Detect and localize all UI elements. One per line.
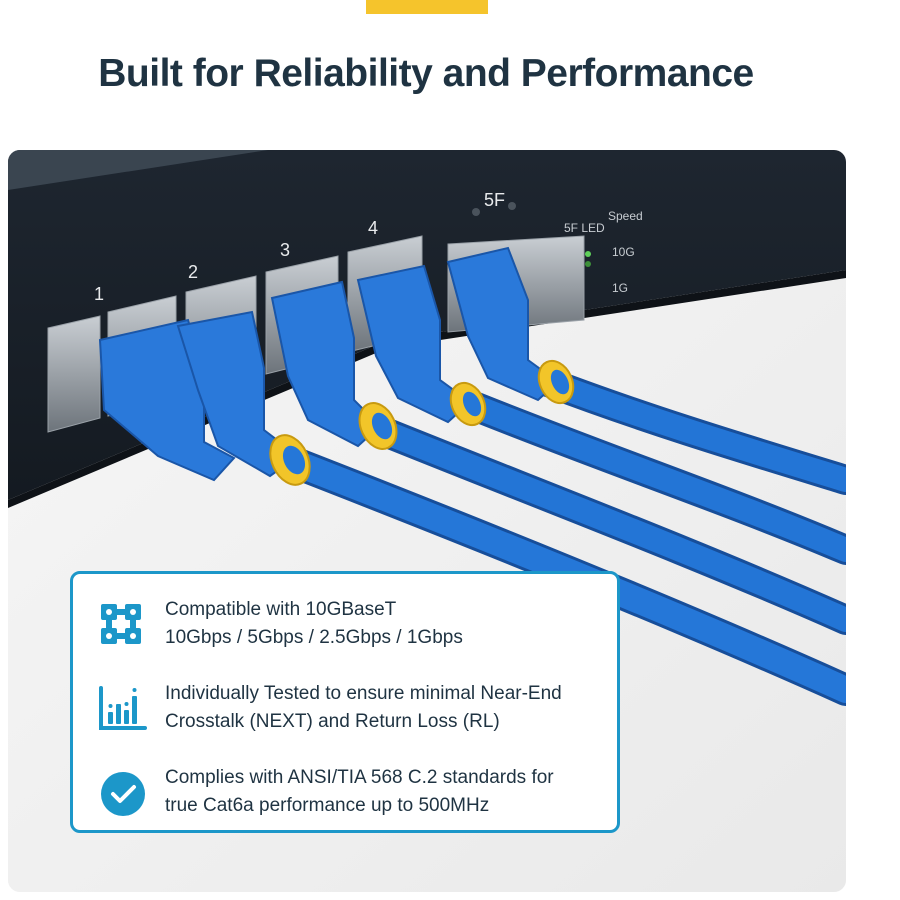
feature-line-1: Compatible with 10GBaseT (165, 599, 397, 620)
led-header-label: 5F LED (564, 221, 605, 235)
network-blocks-icon (97, 598, 149, 650)
page-title: Built for Reliability and Performance (98, 52, 754, 95)
accent-bar (366, 0, 488, 14)
feature-item-tested: Individually Tested to ensure minimal Ne… (97, 678, 597, 738)
feature-line-1: Individually Tested to ensure minimal Ne… (165, 683, 562, 704)
port-label-4: 4 (368, 218, 378, 238)
speed-option-1g: 1G (612, 281, 628, 295)
check-circle-icon (97, 766, 149, 818)
feature-text: Complies with ANSI/TIA 568 C.2 standards… (165, 764, 605, 820)
feature-item-standards: Complies with ANSI/TIA 568 C.2 standards… (97, 762, 597, 822)
feature-text: Compatible with 10GBaseT 10Gbps / 5Gbps … (165, 596, 605, 652)
port-label-1: 1 (94, 284, 104, 304)
feature-text: Individually Tested to ensure minimal Ne… (165, 680, 605, 736)
feature-list-box: Compatible with 10GBaseT 10Gbps / 5Gbps … (70, 571, 620, 833)
product-photo: 1 2 3 4 5F 5F LED Speed 10G 1G (8, 150, 846, 892)
port-label-2: 2 (188, 262, 198, 282)
port-label-3: 3 (280, 240, 290, 260)
speed-header-label: Speed (608, 209, 643, 223)
feature-line-2: 10Gbps / 5Gbps / 2.5Gbps / 1Gbps (165, 627, 463, 648)
feature-line-2: true Cat6a performance up to 500MHz (165, 795, 490, 816)
port-label-5f: 5F (484, 190, 505, 210)
feature-item-compatibility: Compatible with 10GBaseT 10Gbps / 5Gbps … (97, 594, 597, 654)
feature-line-2: Crosstalk (NEXT) and Return Loss (RL) (165, 711, 500, 732)
feature-line-1: Complies with ANSI/TIA 568 C.2 standards… (165, 767, 554, 788)
bar-graph-test-icon (97, 682, 149, 734)
speed-option-10g: 10G (612, 245, 635, 259)
